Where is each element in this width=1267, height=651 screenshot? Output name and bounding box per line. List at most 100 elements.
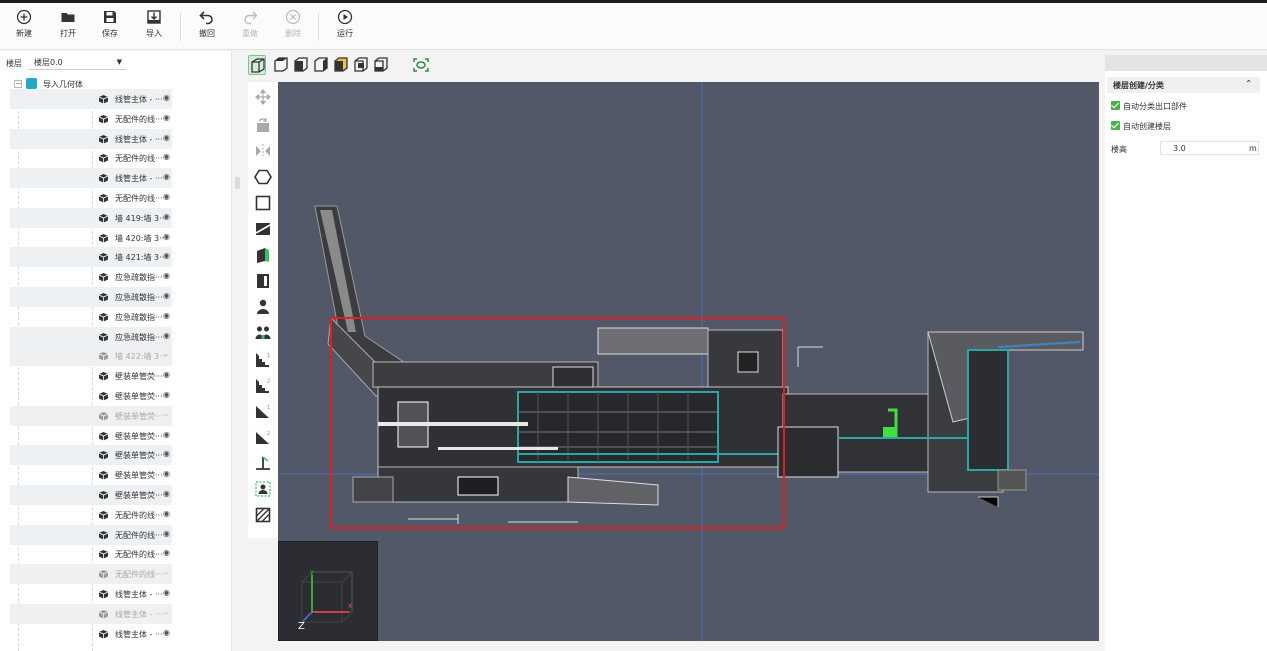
import-button[interactable]: 导入 <box>134 9 174 47</box>
person-tool[interactable] <box>254 298 272 316</box>
delete-button[interactable]: 删除 <box>273 9 313 47</box>
visibility-eye-icon[interactable]: ◉ <box>163 330 170 340</box>
rectangle-tool[interactable] <box>254 194 272 212</box>
visibility-eye-icon[interactable]: ◉ <box>163 469 170 479</box>
tree-item[interactable]: 无配件的线···◉ <box>0 188 231 208</box>
stair-tool-1[interactable]: 1 <box>254 350 272 368</box>
view-left-button[interactable] <box>372 55 390 75</box>
view-side-button[interactable] <box>312 55 330 75</box>
tree-item[interactable]: 应急疏散指···◉ <box>0 326 231 347</box>
split-slab-tool[interactable] <box>254 220 272 238</box>
visibility-eye-icon[interactable]: ⌣ <box>163 607 169 617</box>
tree-item[interactable]: 壁装单管荧···◉ <box>0 445 231 466</box>
chevron-up-icon[interactable]: ⌃ <box>1245 79 1252 88</box>
visibility-eye-icon[interactable]: ◉ <box>163 489 170 498</box>
occupant-zone-tool[interactable] <box>254 480 272 498</box>
visibility-eye-icon[interactable]: ◉ <box>163 370 170 380</box>
tree-item[interactable]: 应急疏散指···◉ <box>0 267 231 287</box>
level-tool[interactable] <box>254 454 272 472</box>
tree-item[interactable]: 墙 422:墙 3···⌣ <box>0 346 231 367</box>
tree-item[interactable]: 应急疏散指···◉ <box>0 307 231 327</box>
tree-item[interactable]: 线管主体 - ···⌣ <box>0 603 231 624</box>
person-icon <box>257 299 269 314</box>
visibility-eye-icon[interactable]: ◉ <box>163 310 170 320</box>
mirror-tool[interactable] <box>254 142 272 160</box>
axis-gizmo[interactable]: Z X Y <box>278 541 378 641</box>
floor-dropdown[interactable]: 楼层0.0 ▼ <box>28 55 126 70</box>
tree-item[interactable]: 壁装单管荧···⌣ <box>0 405 231 426</box>
polygon-tool[interactable] <box>254 168 272 186</box>
visibility-eye-icon[interactable]: ◉ <box>163 390 170 399</box>
visibility-eye-icon[interactable]: ◉ <box>163 112 170 122</box>
tree-item[interactable]: 线管主体 - ···◉ <box>0 584 231 604</box>
redo-button[interactable]: 重做 <box>230 9 270 47</box>
view-back-button[interactable] <box>352 55 370 75</box>
visibility-eye-icon[interactable]: ◉ <box>163 528 170 538</box>
open-button[interactable]: 打开 <box>48 9 88 47</box>
tree-item[interactable]: 墙 419:墙 3···◉ <box>0 207 231 228</box>
tree-item[interactable]: 墙 421:墙 3···◉ <box>0 247 231 268</box>
tree-item[interactable]: 无配件的线···◉ <box>0 148 231 168</box>
tree-item[interactable]: 线管主体 - ···◉ <box>0 168 231 189</box>
visibility-eye-icon[interactable]: ◉ <box>163 192 170 201</box>
visibility-eye-icon[interactable]: ⌣ <box>163 350 169 360</box>
tree-item[interactable]: 壁装单管荧···◉ <box>0 485 231 505</box>
tree-item[interactable]: 无配件的线···◉ <box>0 544 231 564</box>
auto-classify-checkbox[interactable] <box>1111 101 1120 110</box>
panel-splitter-handle[interactable] <box>235 177 240 189</box>
tree-item[interactable]: 壁装单管荧···◉ <box>0 465 231 485</box>
view-front-button[interactable] <box>292 55 310 75</box>
view-bottom-button[interactable] <box>332 55 350 75</box>
undo-button[interactable]: 撤回 <box>187 9 227 47</box>
visibility-eye-icon[interactable]: ◉ <box>163 251 170 261</box>
visibility-eye-icon[interactable]: ◉ <box>163 211 170 221</box>
visibility-eye-icon[interactable]: ◉ <box>163 172 170 182</box>
visibility-eye-icon[interactable]: ◉ <box>163 93 170 102</box>
visibility-eye-icon[interactable]: ◉ <box>163 548 170 558</box>
visibility-eye-icon[interactable]: ◉ <box>163 152 170 162</box>
visibility-eye-icon[interactable]: ◉ <box>163 449 170 459</box>
auto-floor-checkbox[interactable] <box>1111 121 1120 130</box>
visibility-eye-icon[interactable]: ◉ <box>163 588 170 597</box>
wall-tool[interactable] <box>254 246 272 264</box>
ramp-tool-2[interactable]: 2 <box>254 428 272 446</box>
fit-view-button[interactable] <box>412 55 430 75</box>
tree-item[interactable]: 壁装单管荧···◉ <box>0 386 231 406</box>
tree-item[interactable]: 线管主体 - ···◉ <box>0 128 231 149</box>
tree-item[interactable]: 壁装单管荧···◉ <box>0 366 231 386</box>
tree-item[interactable]: 线管主体 - ···◉ <box>0 624 231 644</box>
door-tool[interactable] <box>254 272 272 290</box>
view-top-button[interactable] <box>272 55 290 75</box>
tree-item[interactable]: 无配件的线···◉ <box>0 109 231 129</box>
save-button[interactable]: 保存 <box>90 9 130 47</box>
stair-tool-2[interactable]: 2 <box>254 376 272 394</box>
floor-creation-section-header[interactable]: 楼层创建/分类 ⌃ <box>1107 77 1260 93</box>
group-tool[interactable] <box>254 324 272 342</box>
run-button[interactable]: 运行 <box>325 9 365 47</box>
visibility-eye-icon[interactable]: ◉ <box>163 291 170 300</box>
tree-item[interactable]: 无配件的线···◉ <box>0 524 231 545</box>
view-3d-button[interactable] <box>248 55 266 75</box>
tree-item[interactable]: 壁装单管荧···◉ <box>0 426 231 446</box>
3d-viewport[interactable]: Z X Y <box>278 82 1099 641</box>
visibility-eye-icon[interactable]: ⌣ <box>163 568 169 578</box>
tree-item[interactable]: 墙 420:墙 3···◉ <box>0 228 231 248</box>
visibility-eye-icon[interactable]: ⌣ <box>163 409 169 419</box>
visibility-eye-icon[interactable]: ◉ <box>163 132 170 142</box>
rotate-tool[interactable] <box>254 116 272 134</box>
hatch-area-tool[interactable] <box>254 506 272 524</box>
visibility-eye-icon[interactable]: ◉ <box>163 429 170 439</box>
tree-item[interactable]: 应急疏散指···◉ <box>0 287 231 307</box>
tree-item[interactable]: 线管主体 - ···◉ <box>0 89 231 109</box>
move-tool[interactable] <box>254 88 272 106</box>
ramp-tool-1[interactable]: 1 <box>254 402 272 420</box>
tree-item[interactable]: 无配件的线···◉ <box>0 505 231 525</box>
tree-item[interactable]: 无配件的线···⌣ <box>0 564 231 585</box>
visibility-eye-icon[interactable]: ◉ <box>163 508 170 518</box>
visibility-eye-icon[interactable]: ◉ <box>163 231 170 241</box>
visibility-eye-icon[interactable]: ◉ <box>163 271 170 281</box>
collapse-toggle-icon[interactable]: − <box>14 79 22 88</box>
floor-height-input[interactable] <box>1160 141 1259 155</box>
new-button[interactable]: 新建 <box>4 9 44 47</box>
visibility-eye-icon[interactable]: ◉ <box>163 627 170 637</box>
